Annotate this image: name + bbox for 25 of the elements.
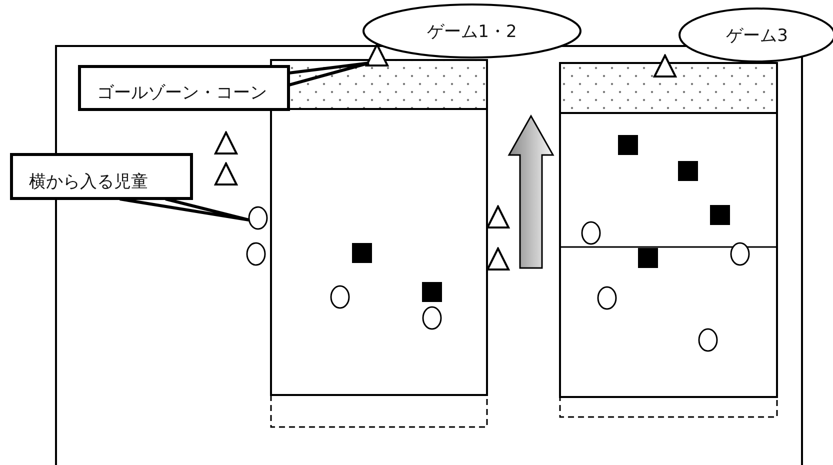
player-circle — [330, 285, 350, 309]
player-square — [422, 282, 442, 302]
cone-marker — [214, 162, 238, 186]
player-circle — [730, 242, 750, 266]
player-circle — [246, 242, 266, 266]
player-square — [710, 205, 730, 225]
player-circle — [698, 328, 718, 352]
player-square — [618, 135, 638, 155]
player-circle — [248, 206, 268, 230]
cone-marker — [486, 247, 510, 271]
callout-box: ゴールゾーン・コーン — [78, 65, 290, 111]
player-circle — [597, 286, 617, 310]
cone-marker — [653, 54, 677, 78]
game-label-ellipse: ゲーム1・2 — [362, 3, 582, 59]
callout-tail — [118, 198, 250, 222]
cone-marker — [365, 43, 389, 67]
callout-box: 横から入る児童 — [10, 153, 193, 200]
player-circle — [581, 221, 601, 245]
cone-marker — [214, 131, 238, 155]
player-square — [638, 248, 658, 268]
cone-marker — [486, 205, 510, 229]
player-square — [352, 243, 372, 263]
callout-tail — [288, 62, 370, 86]
player-circle — [422, 306, 442, 330]
player-square — [678, 161, 698, 181]
